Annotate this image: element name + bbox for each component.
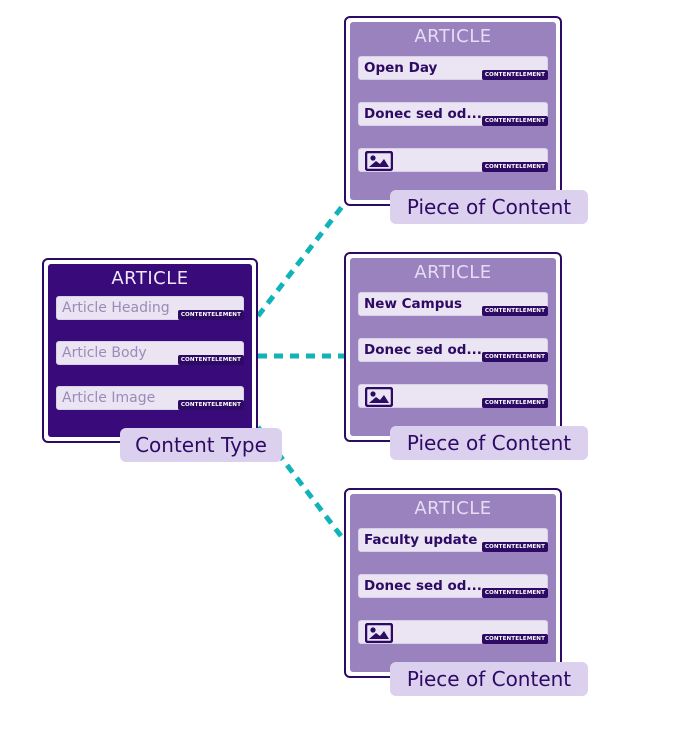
content-element-badge: CONTENTELEMENT [177,310,244,320]
piece-title: ARTICLE [414,26,492,47]
field-value: Donec sed od... [364,578,482,594]
field-label: Article Heading [62,300,170,316]
piece-card-2: ARTICLE New Campus CONTENTELEMENT Donec … [344,252,562,442]
piece-label-1: Piece of Content [390,190,588,224]
piece-card-body: ARTICLE New Campus CONTENTELEMENT Donec … [350,258,556,436]
content-element-badge: CONTENTELEMENT [481,352,548,362]
field-value: Donec sed od... [364,342,482,358]
content-element-badge: CONTENTELEMENT [177,355,244,365]
field-heading: Faculty update CONTENTELEMENT [358,528,548,552]
field-article-body: Article Body CONTENTELEMENT [56,341,244,365]
field-body: Donec sed od... CONTENTELEMENT [358,338,548,362]
content-element-badge: CONTENTELEMENT [481,588,548,598]
field-image: CONTENTELEMENT [358,148,548,172]
content-element-badge: CONTENTELEMENT [481,542,548,552]
field-article-heading: Article Heading CONTENTELEMENT [56,296,244,320]
piece-card-1: ARTICLE Open Day CONTENTELEMENT Donec se… [344,16,562,206]
field-body: Donec sed od... CONTENTELEMENT [358,574,548,598]
piece-title: ARTICLE [414,262,492,283]
image-icon [364,622,394,647]
field-label: Article Body [62,345,147,361]
field-image: CONTENTELEMENT [358,620,548,644]
connector-line-top [256,202,346,318]
image-icon [364,150,394,175]
content-element-badge: CONTENTELEMENT [481,634,548,644]
field-heading: Open Day CONTENTELEMENT [358,56,548,80]
content-type-card: ARTICLE Article Heading CONTENTELEMENT A… [42,258,258,443]
content-element-badge: CONTENTELEMENT [481,398,548,408]
piece-card-3: ARTICLE Faculty update CONTENTELEMENT Do… [344,488,562,678]
field-heading: New Campus CONTENTELEMENT [358,292,548,316]
field-article-image: Article Image CONTENTELEMENT [56,386,244,410]
content-element-badge: CONTENTELEMENT [481,306,548,316]
field-value: New Campus [364,296,463,312]
field-value: Faculty update [364,532,478,548]
content-element-badge: CONTENTELEMENT [481,116,548,126]
field-value: Donec sed od... [364,106,482,122]
piece-label-2: Piece of Content [390,426,588,460]
content-type-label: Content Type [120,428,282,462]
image-icon [364,386,394,411]
content-type-title: ARTICLE [111,268,189,289]
piece-card-body: ARTICLE Faculty update CONTENTELEMENT Do… [350,494,556,672]
field-value: Open Day [364,60,438,76]
field-image: CONTENTELEMENT [358,384,548,408]
piece-label-3: Piece of Content [390,662,588,696]
content-element-badge: CONTENTELEMENT [481,162,548,172]
field-body: Donec sed od... CONTENTELEMENT [358,102,548,126]
piece-card-body: ARTICLE Open Day CONTENTELEMENT Donec se… [350,22,556,200]
content-type-card-body: ARTICLE Article Heading CONTENTELEMENT A… [48,264,252,437]
content-element-badge: CONTENTELEMENT [481,70,548,80]
field-label: Article Image [62,390,156,406]
content-element-badge: CONTENTELEMENT [177,400,244,410]
piece-title: ARTICLE [414,498,492,519]
